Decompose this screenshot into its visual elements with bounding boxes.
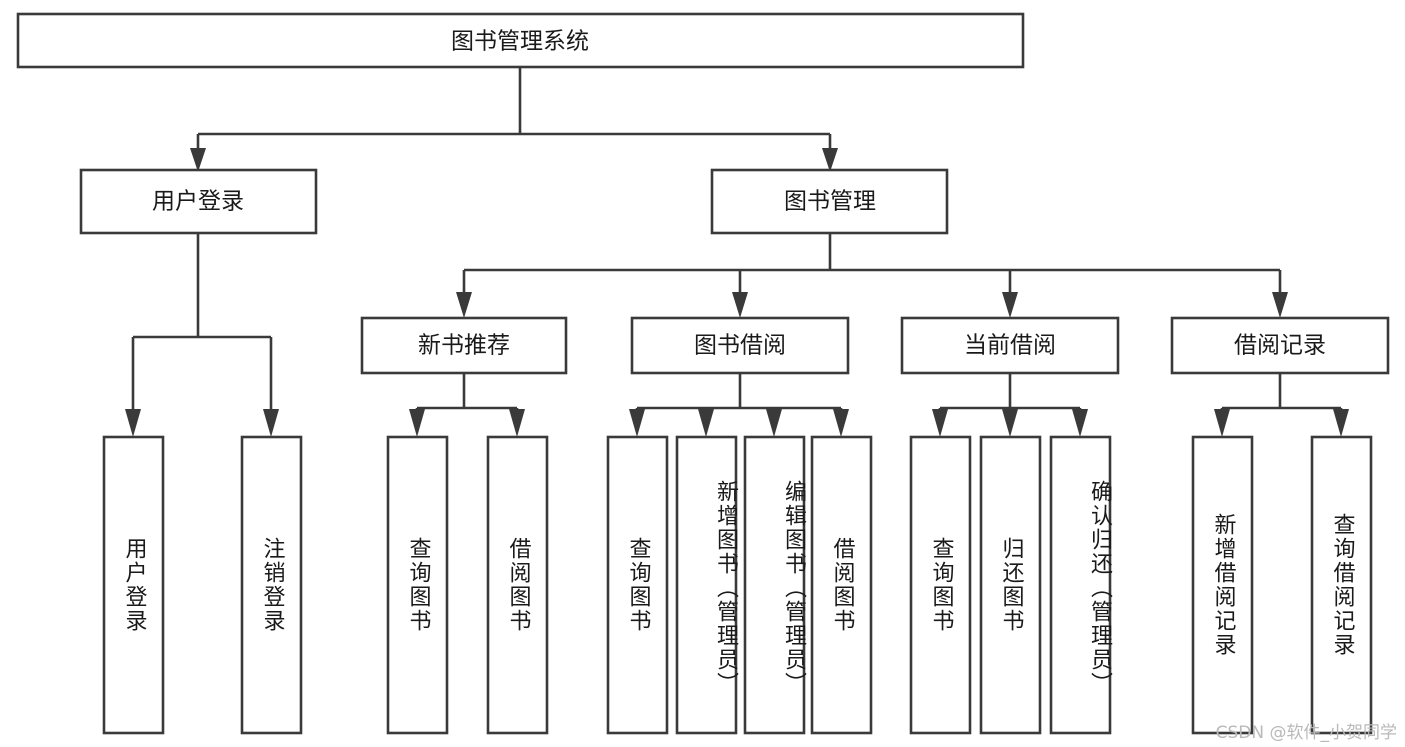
edge-group-book-borrow-to-leaves <box>629 373 849 437</box>
node-user-login-label: 用户登录 <box>152 189 244 215</box>
node-root-label: 图书管理系统 <box>451 29 589 55</box>
arrow-head-leaf-logout-login <box>263 409 279 437</box>
arrow-head-book-borrow <box>732 292 748 318</box>
arrow-head-leaf-query-book-2 <box>629 409 645 437</box>
edge-group-new-book-rec-to-leaves <box>409 373 525 437</box>
arrow-head-leaf-borrow-book-2 <box>833 409 849 437</box>
node-new-book-rec-box[interactable] <box>360 316 568 375</box>
arrow-head-leaf-borrow-book-1 <box>509 409 525 437</box>
node-root-box[interactable] <box>16 12 1025 69</box>
arrow-head-leaf-query-book-3 <box>932 409 948 437</box>
leaf-box-query-book-1[interactable] <box>386 435 449 735</box>
leaf-boxes-user-login <box>102 435 303 735</box>
leaf-box-confirm-return[interactable] <box>1049 435 1112 735</box>
arrow-head-leaf-edit-book <box>766 409 782 437</box>
node-user-login[interactable]: 用户登录 <box>79 168 318 235</box>
node-borrow-record-box[interactable] <box>1170 316 1390 375</box>
node-new-book-rec-label: 新书推荐 <box>418 333 510 359</box>
arrow-head-leaf-query-record <box>1333 409 1349 437</box>
node-current-borrow-box[interactable] <box>900 316 1120 375</box>
arrow-head-leaf-user-login <box>125 409 141 437</box>
node-borrow-record[interactable]: 借阅记录 <box>1170 316 1390 375</box>
edge-group-user-login-to-leaves <box>125 233 279 437</box>
leaf-box-edit-book[interactable] <box>743 435 806 735</box>
node-user-login-box[interactable] <box>79 168 318 235</box>
node-root[interactable]: 图书管理系统 <box>16 12 1025 69</box>
node-book-borrow[interactable]: 图书借阅 <box>630 316 850 375</box>
arrow-head-leaf-add-book <box>698 409 714 437</box>
node-current-borrow-label: 当前借阅 <box>964 333 1056 359</box>
leaf-box-borrow-book-1[interactable] <box>486 435 549 735</box>
arrow-head-leaf-query-book-1 <box>409 409 425 437</box>
arrow-head-leaf-return-book <box>1002 409 1018 437</box>
leaf-boxes-borrow-record <box>1191 435 1373 735</box>
leaf-box-return-book[interactable] <box>979 435 1042 735</box>
edge-group-book-manage-to-level2 <box>456 233 1288 318</box>
leaf-boxes-book-borrow <box>606 435 873 735</box>
arrow-head-new-book-rec <box>456 292 472 318</box>
leaf-box-query-book-2[interactable] <box>606 435 669 735</box>
edge-group-borrow-record-to-leaves <box>1214 373 1349 437</box>
leaf-box-add-record[interactable] <box>1191 435 1254 735</box>
node-book-borrow-box[interactable] <box>630 316 850 375</box>
arrow-head-book-manage <box>822 148 838 172</box>
node-borrow-record-label: 借阅记录 <box>1234 333 1326 359</box>
arrow-head-leaf-add-record <box>1214 409 1230 437</box>
node-book-borrow-label: 图书借阅 <box>694 333 786 359</box>
watermark-text: CSDN @软件_小贺同学 <box>1215 723 1397 743</box>
leaf-box-user-login[interactable] <box>102 435 165 735</box>
leaf-box-query-book-3[interactable] <box>909 435 972 735</box>
node-new-book-rec[interactable]: 新书推荐 <box>360 316 568 375</box>
node-book-manage-box[interactable] <box>710 168 949 235</box>
node-book-manage[interactable]: 图书管理 <box>710 168 949 235</box>
arrow-head-current-borrow <box>1002 292 1018 318</box>
node-current-borrow[interactable]: 当前借阅 <box>900 316 1120 375</box>
edge-group-current-borrow-to-leaves <box>932 373 1088 437</box>
edge-group-root-to-level1 <box>190 67 838 172</box>
leaf-box-logout-login[interactable] <box>240 435 303 735</box>
arrow-head-user-login <box>190 148 206 172</box>
arrow-head-borrow-record <box>1272 292 1288 318</box>
leaf-box-query-record[interactable] <box>1310 435 1373 735</box>
arrow-head-leaf-confirm-return <box>1072 409 1088 437</box>
leaf-box-borrow-book-2[interactable] <box>810 435 873 735</box>
leaf-boxes-current-borrow <box>909 435 1112 735</box>
leaf-box-add-book[interactable] <box>675 435 738 735</box>
node-book-manage-label: 图书管理 <box>784 189 876 215</box>
leaf-boxes-new-book-rec <box>386 435 549 735</box>
